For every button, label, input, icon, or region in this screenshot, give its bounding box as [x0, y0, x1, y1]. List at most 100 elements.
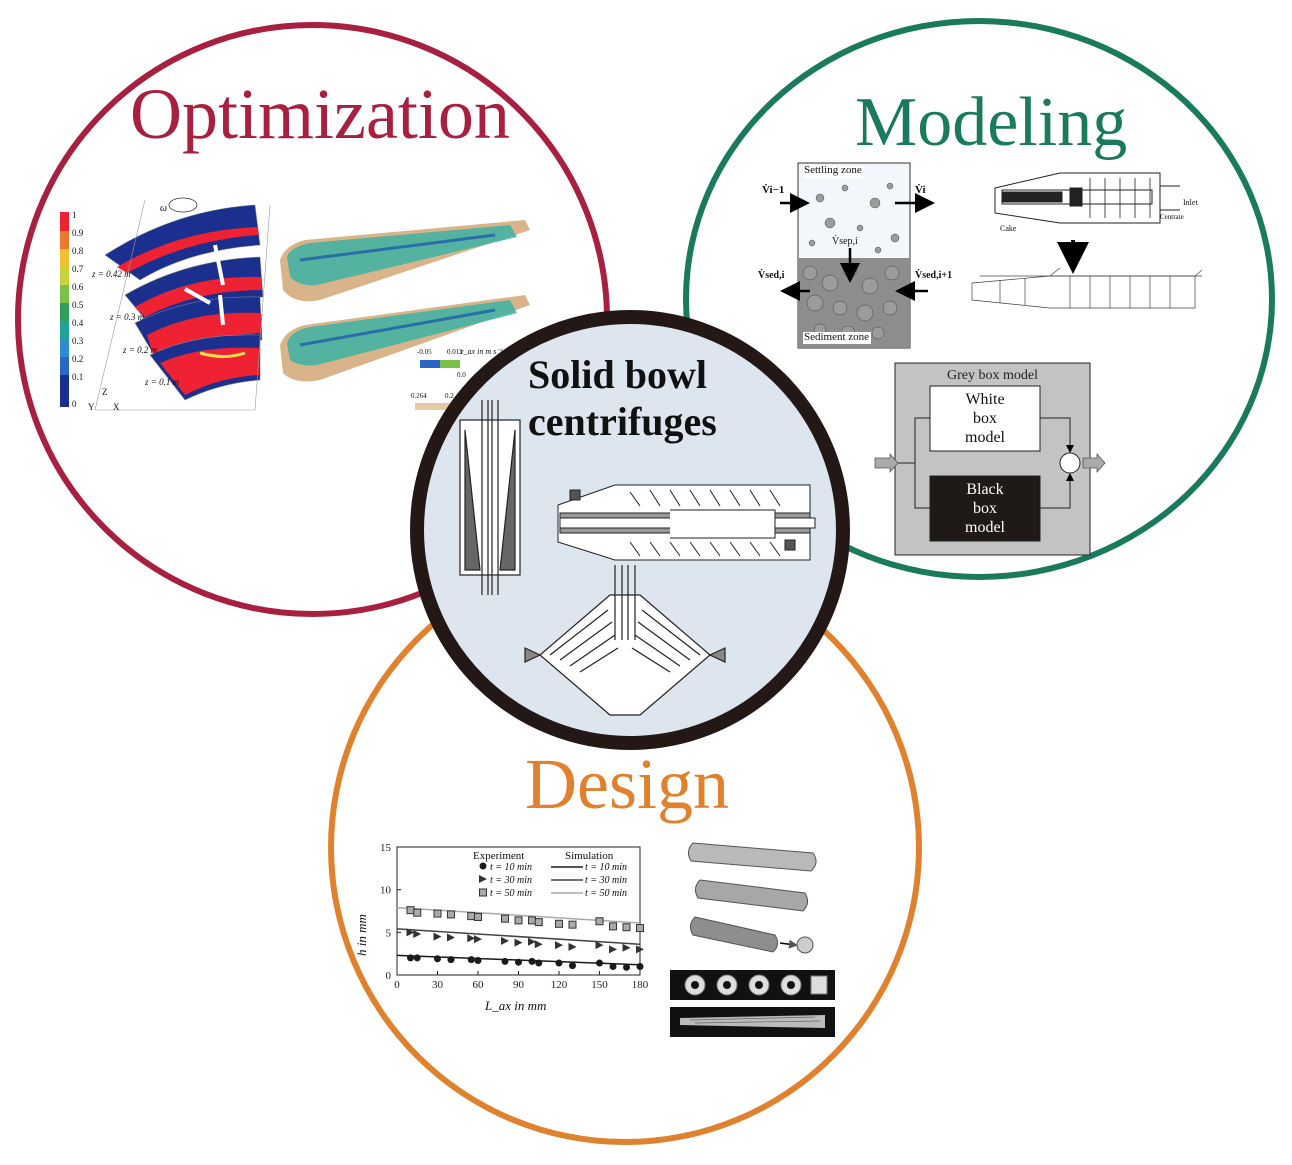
black-box-line: Black	[966, 481, 1004, 498]
z-label: z = 0.3 m	[110, 312, 145, 322]
data-point-triangle	[467, 934, 476, 943]
colorbar-tick: 0.1	[72, 372, 84, 382]
legend-experiment-title: Experiment	[473, 850, 525, 862]
y-tick-label: 15	[380, 842, 392, 854]
z-label: z = 0.42 m	[92, 269, 131, 279]
data-point-circle	[413, 954, 421, 962]
data-point-circle	[407, 954, 414, 962]
data-point-triangle	[501, 936, 509, 945]
data-point-circle	[636, 962, 644, 970]
legend-marker-triangle	[479, 875, 487, 883]
optimization-panel: 1 0.9 0.8 0.7 0.6 0.5 0.4 0.3 0.2 0.1 0 …	[55, 185, 555, 425]
sediment-zone-label: Sediment zone	[804, 331, 870, 343]
data-point-circle	[609, 962, 617, 970]
legend-simulation-title: Simulation	[565, 850, 614, 862]
x-tick-label: 180	[632, 979, 649, 991]
legend-sim-row: t = 30 min	[585, 875, 628, 886]
bowl-photos	[670, 842, 835, 1037]
center-title-line1: Solid bowl	[528, 352, 707, 397]
black-box-line: box	[973, 500, 997, 517]
x-tick-label: 150	[591, 979, 608, 991]
centrate-label: Centrate	[1160, 213, 1184, 221]
decanter-simulations	[280, 220, 530, 410]
white-box-line: box	[973, 410, 997, 427]
black-box-label: Black box model	[930, 480, 1040, 537]
data-point-circle	[474, 956, 482, 964]
legend-exp-row: t = 30 min	[490, 875, 533, 886]
data-point-square	[514, 916, 523, 925]
flow-label-in: V̇i−1	[762, 184, 785, 196]
x-tick-label: 30	[432, 979, 444, 991]
data-point-triangle	[555, 941, 563, 950]
white-box-line: White	[965, 391, 1005, 408]
data-point-triangle	[413, 930, 422, 939]
axis-z-label: Z	[102, 387, 108, 397]
data-point-triangle	[622, 943, 631, 952]
data-point-circle	[447, 956, 455, 964]
data-point-square	[555, 919, 563, 928]
data-point-triangle	[636, 945, 644, 954]
black-box-line: model	[965, 519, 1005, 536]
data-point-circle	[528, 957, 536, 965]
data-point-circle	[596, 959, 603, 967]
decanter-schematic	[994, 172, 1180, 224]
white-box-line: model	[965, 429, 1005, 446]
data-point-square	[636, 924, 644, 933]
modeling-figure	[780, 162, 1203, 556]
settling-zone-label: Settling zone	[804, 164, 862, 176]
flow-label-sep: V̇sep,i	[832, 236, 858, 247]
modeling-circle	[683, 18, 1275, 580]
data-point-square	[622, 923, 631, 932]
data-point-square	[595, 917, 604, 926]
data-point-triangle	[595, 941, 604, 950]
colorbar-tick: 0.3	[72, 336, 84, 346]
legend-marker-square	[479, 888, 487, 897]
data-point-circle	[555, 959, 563, 967]
legend-exp-row: t = 10 min	[490, 862, 533, 873]
axis-y-label: Y	[88, 402, 95, 412]
legend-sim-row: t = 50 min	[585, 888, 628, 899]
z-label: z = 0.2 m	[123, 345, 158, 355]
cake-label: Cake	[1000, 224, 1017, 233]
velocity-tick: 0.012	[447, 348, 463, 356]
z-label: z = 0.1 m	[145, 377, 180, 387]
data-point-square	[447, 910, 455, 919]
x-tick-label: 120	[551, 979, 568, 991]
modeling-title: Modeling	[855, 84, 1128, 161]
data-point-triangle	[609, 945, 617, 954]
legend-sim-row: t = 10 min	[585, 862, 628, 873]
optimization-title: Optimization	[130, 74, 510, 154]
tubular-centrifuge	[459, 400, 521, 595]
data-point-triangle	[474, 935, 482, 944]
legend-exp-row: t = 50 min	[490, 888, 533, 899]
data-point-circle	[434, 955, 441, 963]
data-point-triangle	[534, 940, 543, 949]
colorbar-tick: 0	[72, 399, 77, 409]
colorbar-tick: 0.5	[72, 300, 84, 310]
decanter-centrifuge	[557, 484, 816, 561]
data-point-circle	[501, 957, 509, 965]
flow-label-sed-next: V̇sed,i+1	[915, 270, 953, 281]
colorbar-tick: 0.8	[72, 246, 84, 256]
omega-label: ω	[160, 203, 168, 214]
chart-ylabel: h in mm	[353, 914, 369, 956]
data-point-square	[609, 922, 617, 931]
colorbar-tick: 0.7	[72, 264, 84, 274]
optimization-figure	[60, 197, 530, 411]
data-point-square	[568, 920, 577, 929]
data-point-circle	[569, 962, 576, 970]
data-point-circle	[467, 956, 475, 964]
bowl-photo-cylinders	[687, 842, 817, 954]
data-point-square	[534, 918, 543, 927]
data-point-circle	[623, 963, 630, 971]
colorbar-tick: 1	[72, 210, 77, 220]
colorbar-tick: 0.4	[72, 318, 84, 328]
data-point-square	[474, 912, 482, 921]
white-box-label: White box model	[930, 390, 1040, 447]
colorbar-tick: 0.6	[72, 282, 84, 292]
velocity-legend-label: v_ax in m s⁻¹	[460, 347, 503, 356]
y-tick-label: 0	[386, 970, 392, 982]
data-point-square	[528, 916, 536, 925]
velocity-tick: -0.05	[417, 348, 432, 356]
